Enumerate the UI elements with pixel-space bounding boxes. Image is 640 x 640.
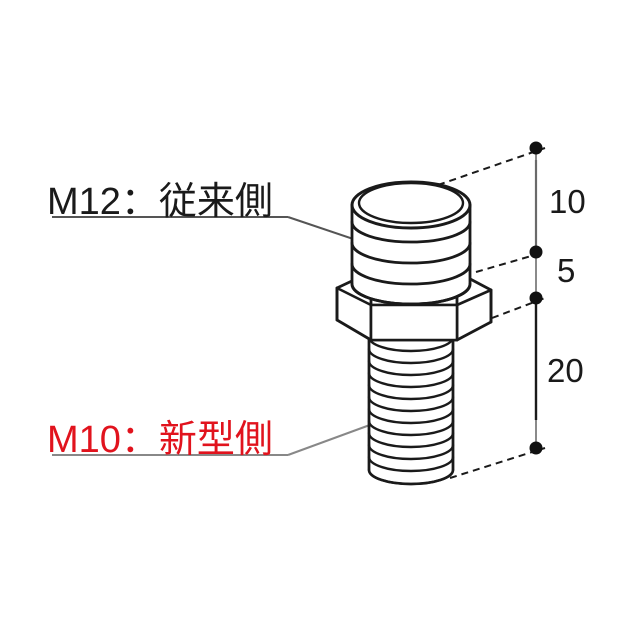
- upper-thread-stud: [350, 180, 472, 306]
- dimension-value-lower-thread-length: 20: [547, 352, 584, 389]
- dimension-value-upper-thread-length: 10: [549, 183, 586, 220]
- label-lower-thread: M10：新型側: [47, 419, 273, 461]
- dimension-value-hex-head-thickness: 5: [557, 252, 576, 289]
- dimension-line: [529, 141, 543, 455]
- lower-thread-shank: [367, 334, 455, 486]
- dim-tick-lower-mid: [529, 291, 543, 305]
- dim-tick-top: [529, 141, 543, 155]
- bolt-part: [335, 180, 493, 486]
- dimension-extension-lines: [437, 147, 546, 479]
- leader-line-lower: [52, 421, 379, 456]
- dim-tick-bottom: [529, 441, 543, 455]
- dim-tick-upper-mid: [529, 245, 543, 259]
- label-upper-thread: M12：従来側: [47, 181, 273, 223]
